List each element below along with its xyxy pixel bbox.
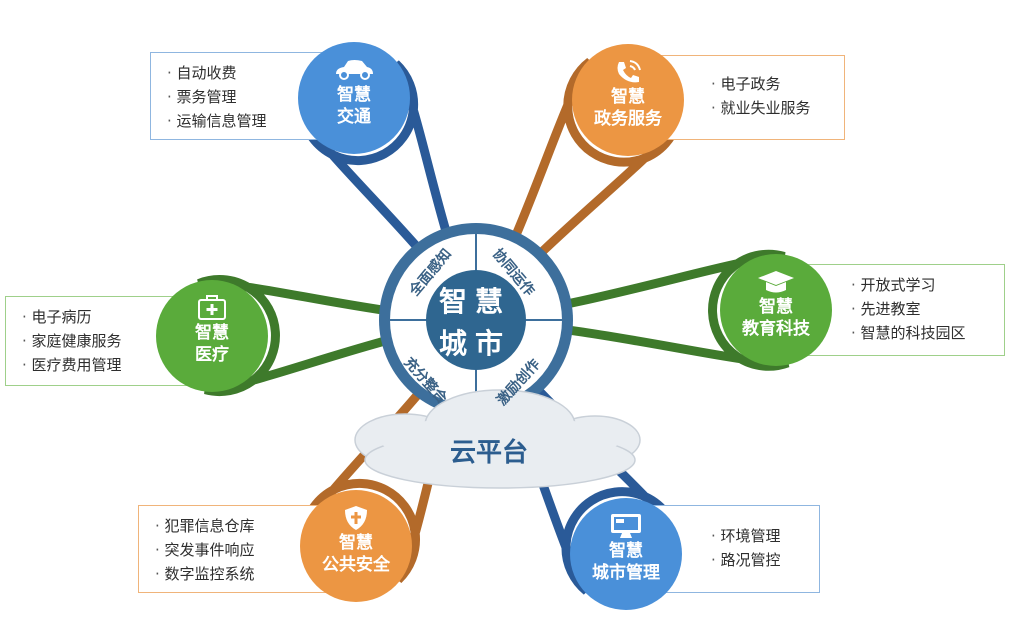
node-title: 公共安全: [322, 555, 390, 575]
node-title: 教育科技: [742, 319, 810, 339]
node-title: 智慧: [337, 85, 371, 105]
connector-loop-traffic: [298, 60, 481, 323]
connector-loop-safety: [299, 317, 481, 584]
graduation-cap-icon: [720, 268, 832, 296]
node-traffic: 智慧 交通: [298, 42, 410, 154]
node-title: 城市管理: [592, 563, 660, 583]
node-city-management: 智慧 城市管理: [570, 498, 682, 610]
list-item: 票务管理: [167, 85, 349, 109]
list-item: 电子病历: [22, 305, 194, 329]
connector-loop-medical: [197, 275, 477, 397]
node-title: 政务服务: [594, 109, 662, 129]
list-item: 电子政务: [711, 72, 844, 96]
node-title: 智慧: [609, 541, 643, 561]
monitor-icon: [570, 512, 682, 540]
list-item: 数字监控系统: [155, 562, 337, 586]
list-item: 自动收费: [167, 61, 349, 85]
node-safety: 智慧 公共安全: [300, 490, 412, 602]
shield-icon: [300, 504, 412, 532]
safety-items-box: 犯罪信息仓库 突发事件响应 数字监控系统: [138, 505, 338, 593]
node-title: 智慧: [339, 533, 373, 553]
node-medical: 智慧 医疗: [156, 280, 268, 392]
node-title: 智慧: [759, 297, 793, 317]
connector-loop-city-management: [471, 317, 681, 595]
node-title: 智慧: [611, 87, 645, 107]
medical-kit-icon: [156, 294, 268, 322]
list-item: 家庭健康服务: [22, 329, 194, 353]
center-title-line1: 智慧: [438, 285, 511, 318]
phone-icon: [572, 58, 684, 86]
education-items-box: 开放式学习 先进教室 智慧的科技园区: [800, 264, 1005, 356]
connector-loop-government: [472, 57, 682, 323]
list-item: 医疗费用管理: [22, 353, 194, 377]
list-item: 开放式学习: [851, 273, 1004, 297]
node-title: 医疗: [195, 345, 229, 365]
connector-loop-education: [475, 249, 790, 371]
list-item: 先进教室: [851, 297, 1004, 321]
list-item: 路况管控: [711, 548, 819, 572]
list-item: 环境管理: [711, 524, 819, 548]
list-item: 智慧的科技园区: [851, 321, 1004, 345]
list-item: 犯罪信息仓库: [155, 514, 337, 538]
car-icon: [298, 56, 410, 84]
cloud-shape: [354, 389, 641, 489]
node-title: 交通: [337, 107, 371, 127]
node-government: 智慧 政务服务: [572, 44, 684, 156]
center-title-line2: 城市: [438, 327, 511, 360]
list-item: 运输信息管理: [167, 109, 349, 133]
node-title: 智慧: [195, 323, 229, 343]
node-education: 智慧 教育科技: [720, 254, 832, 366]
list-item: 就业失业服务: [711, 96, 844, 120]
cloud-platform-label: 云平台: [450, 438, 529, 468]
list-item: 突发事件响应: [155, 538, 337, 562]
core-circle: [426, 270, 526, 370]
